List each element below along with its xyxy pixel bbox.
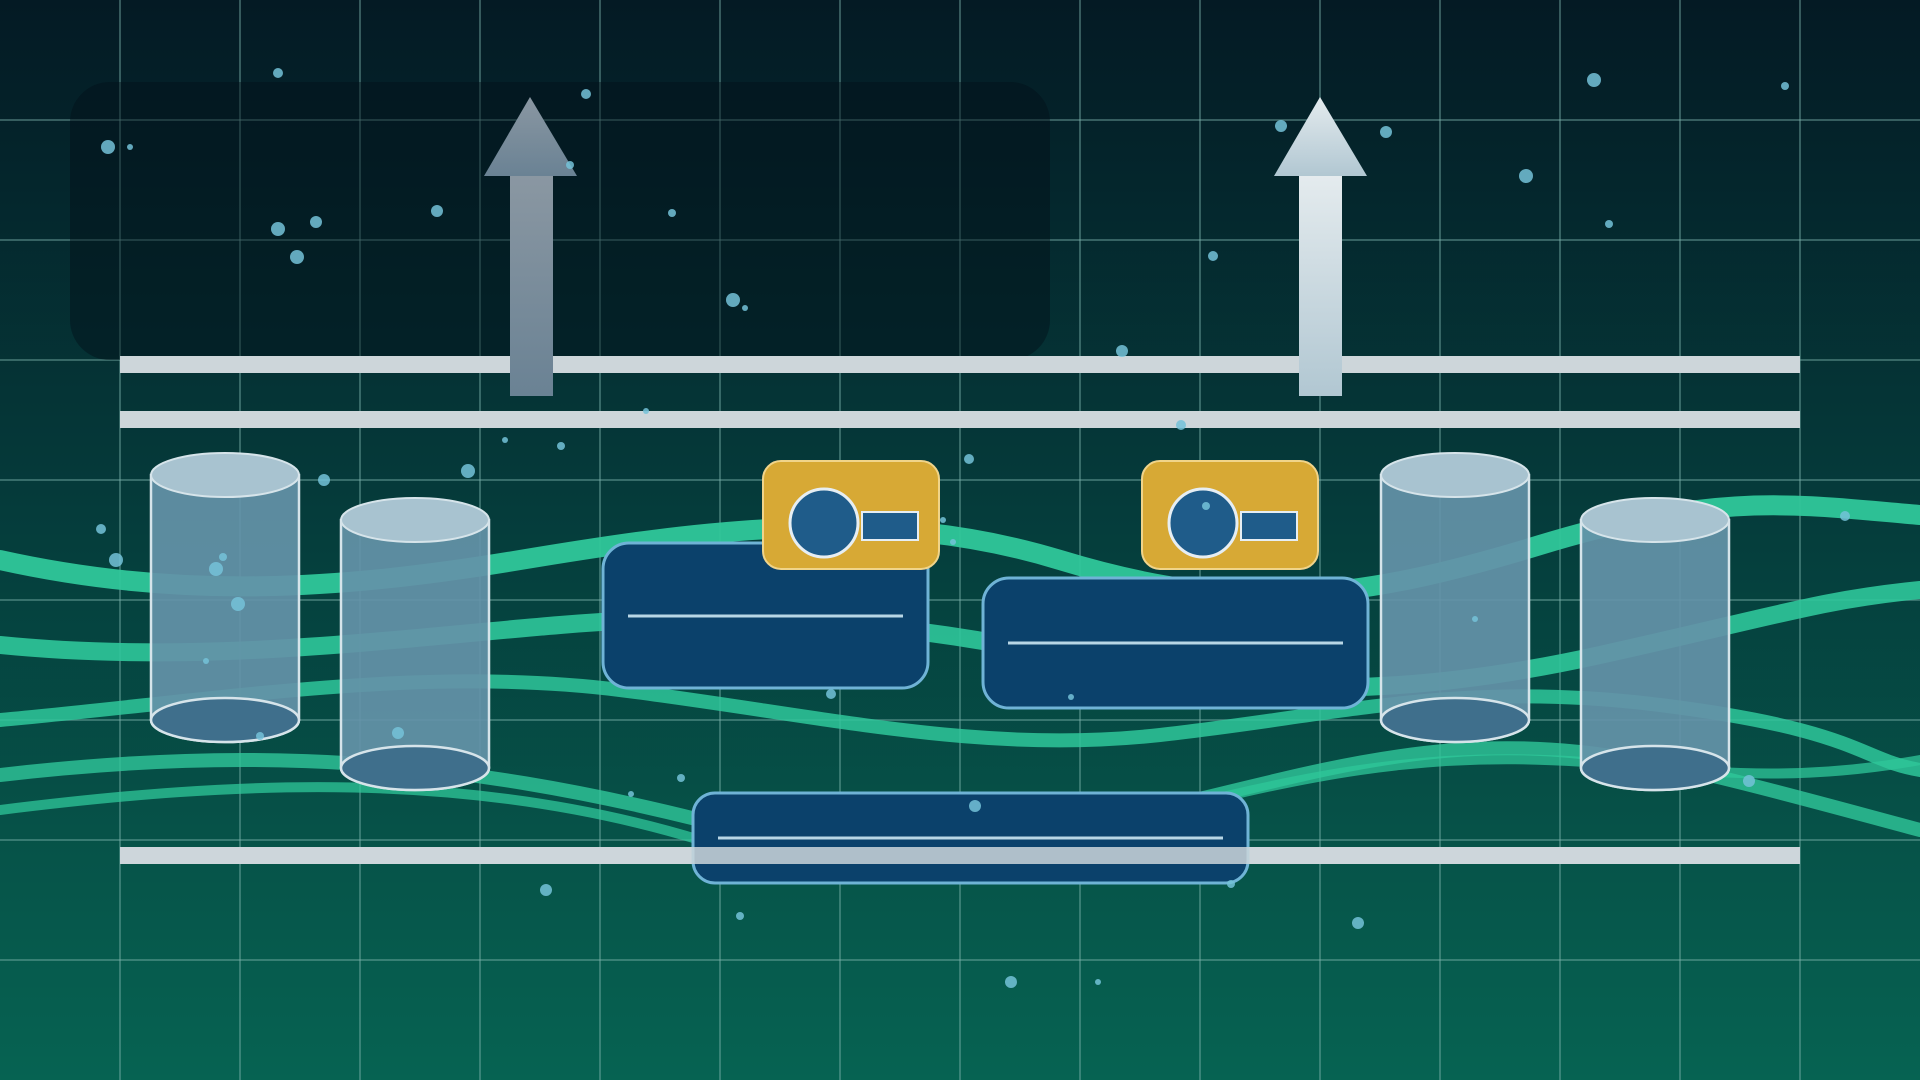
particle: [628, 791, 634, 797]
particle: [950, 539, 956, 545]
particle: [109, 553, 123, 567]
particle: [502, 437, 508, 443]
particle: [1068, 694, 1074, 700]
particle: [964, 454, 974, 464]
up-arrow-icon: [484, 97, 577, 396]
middle-rail: [120, 411, 1800, 428]
particle: [1840, 511, 1850, 521]
particle: [101, 140, 115, 154]
cylinder: [1579, 497, 1731, 792]
top-rail: [120, 356, 1800, 373]
particle: [290, 250, 304, 264]
particle: [677, 774, 685, 782]
particle: [1352, 917, 1364, 929]
particle: [318, 474, 330, 486]
particle: [209, 562, 223, 576]
particle: [271, 222, 285, 236]
particle: [1202, 502, 1210, 510]
particle: [1116, 345, 1128, 357]
particle: [668, 209, 676, 217]
particle: [940, 517, 946, 523]
particle: [1605, 220, 1613, 228]
particle: [1743, 775, 1755, 787]
particle: [540, 884, 552, 896]
particle: [96, 524, 106, 534]
particle: [256, 732, 264, 740]
particle: [736, 912, 744, 920]
particle: [1176, 420, 1186, 430]
particle: [726, 293, 740, 307]
particle: [1227, 880, 1235, 888]
particles: [96, 68, 1850, 988]
lens-badge-icon: [762, 460, 940, 570]
particle: [392, 727, 404, 739]
particle: [826, 689, 836, 699]
particle: [310, 216, 322, 228]
particle: [969, 800, 981, 812]
particle: [431, 205, 443, 217]
particle: [1781, 82, 1789, 90]
particle: [557, 442, 565, 450]
cylinder: [1379, 452, 1531, 744]
particle: [127, 144, 133, 150]
particle: [219, 553, 227, 561]
block-right: [981, 576, 1370, 710]
particle: [1275, 120, 1287, 132]
particle: [566, 161, 574, 169]
particle: [643, 408, 649, 414]
particle: [1519, 169, 1533, 183]
particle: [203, 658, 209, 664]
cylinder: [149, 452, 301, 744]
particle: [231, 597, 245, 611]
particle: [1380, 126, 1392, 138]
bottom-rail-overlay: [120, 847, 1800, 864]
particle: [273, 68, 283, 78]
shadow-panel: [70, 82, 1050, 360]
lens-badge-icon: [1141, 460, 1319, 570]
up-arrow-icon: [1274, 97, 1367, 396]
particle: [1005, 976, 1017, 988]
particle: [1208, 251, 1218, 261]
particle: [581, 89, 591, 99]
cylinder: [339, 497, 491, 792]
particle: [461, 464, 475, 478]
particle: [1095, 979, 1101, 985]
particle: [1472, 616, 1478, 622]
particle: [742, 305, 748, 311]
particle: [1587, 73, 1601, 87]
cylinders: [149, 452, 1731, 792]
